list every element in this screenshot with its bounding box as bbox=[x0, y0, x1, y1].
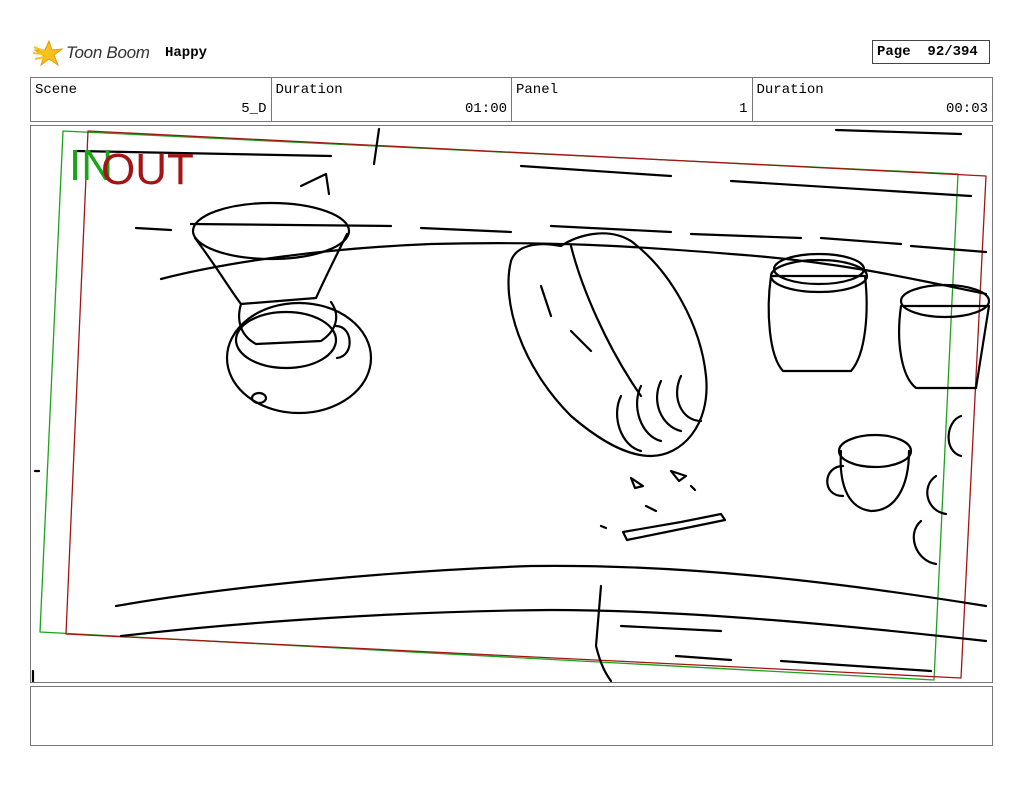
small-cup-rim bbox=[837, 433, 913, 469]
scene-value: 5_D bbox=[241, 101, 267, 117]
panel-label: Panel bbox=[516, 82, 559, 98]
scene-duration-value: 01:00 bbox=[464, 101, 507, 117]
project-title: Happy bbox=[165, 45, 208, 61]
bread-crease bbox=[539, 244, 643, 398]
brand-name: Toon Boom bbox=[66, 43, 150, 62]
jar-right bbox=[898, 304, 991, 390]
panel-cell: Panel 1 bbox=[512, 78, 753, 121]
coffee-cup-handle bbox=[334, 324, 351, 360]
page-counter: Page 92/394 bbox=[872, 40, 990, 64]
coffee-base bbox=[238, 300, 338, 346]
page-label: Page bbox=[877, 44, 911, 60]
panel-notes-box bbox=[30, 686, 993, 746]
kitchen-counter-sketch bbox=[31, 127, 991, 682]
edge-marks bbox=[31, 469, 41, 682]
in-frame-label: IN bbox=[69, 141, 113, 190]
jar-right-lid bbox=[899, 283, 991, 319]
scene-label: Scene bbox=[35, 82, 78, 98]
scene-cell: Scene 5_D bbox=[31, 78, 272, 121]
storyboard-panel-image: IN OUT bbox=[30, 125, 993, 683]
bread-knife bbox=[621, 512, 727, 542]
storyboard-header: Toon Boom Happy Page 92/394 bbox=[30, 36, 994, 70]
coffee-cup bbox=[234, 310, 338, 370]
wall-top-line bbox=[74, 127, 973, 198]
toon-boom-star-icon bbox=[32, 39, 64, 67]
crumbs bbox=[599, 469, 697, 530]
page-value: 92/394 bbox=[927, 44, 978, 60]
counter-front-edge bbox=[114, 564, 988, 608]
coffee-filter-handle bbox=[299, 172, 331, 196]
small-cup-handle bbox=[826, 464, 845, 498]
bread-slices bbox=[616, 374, 703, 453]
small-cup bbox=[839, 449, 911, 513]
coffee-filter-body bbox=[193, 232, 349, 306]
in-frame bbox=[39, 130, 959, 681]
bread-loaf bbox=[507, 232, 708, 458]
stacked-cups bbox=[912, 414, 963, 566]
jar-left-lid-top bbox=[772, 252, 866, 286]
out-frame-label: OUT bbox=[101, 145, 194, 194]
cabinet-lines bbox=[594, 584, 933, 682]
out-frame bbox=[65, 130, 987, 679]
panel-info-row: Scene 5_D Duration 01:00 Panel 1 Duratio… bbox=[30, 77, 993, 122]
coffee-filter-top bbox=[191, 201, 351, 261]
panel-duration-label: Duration bbox=[756, 82, 824, 98]
counter-lower-edge bbox=[119, 608, 988, 643]
jar-left bbox=[767, 274, 868, 373]
jar-left-lid bbox=[769, 258, 869, 294]
coffee-plate bbox=[225, 301, 373, 415]
panel-duration-cell: Duration 00:03 bbox=[753, 78, 993, 121]
toon-boom-logo: Toon Boom bbox=[30, 36, 160, 70]
shelf-dashes bbox=[134, 222, 988, 254]
plate-knob bbox=[250, 391, 268, 405]
panel-value: 1 bbox=[739, 101, 748, 117]
panel-duration-value: 00:03 bbox=[945, 101, 988, 117]
scene-duration-cell: Duration 01:00 bbox=[272, 78, 512, 121]
scene-duration-label: Duration bbox=[275, 82, 343, 98]
